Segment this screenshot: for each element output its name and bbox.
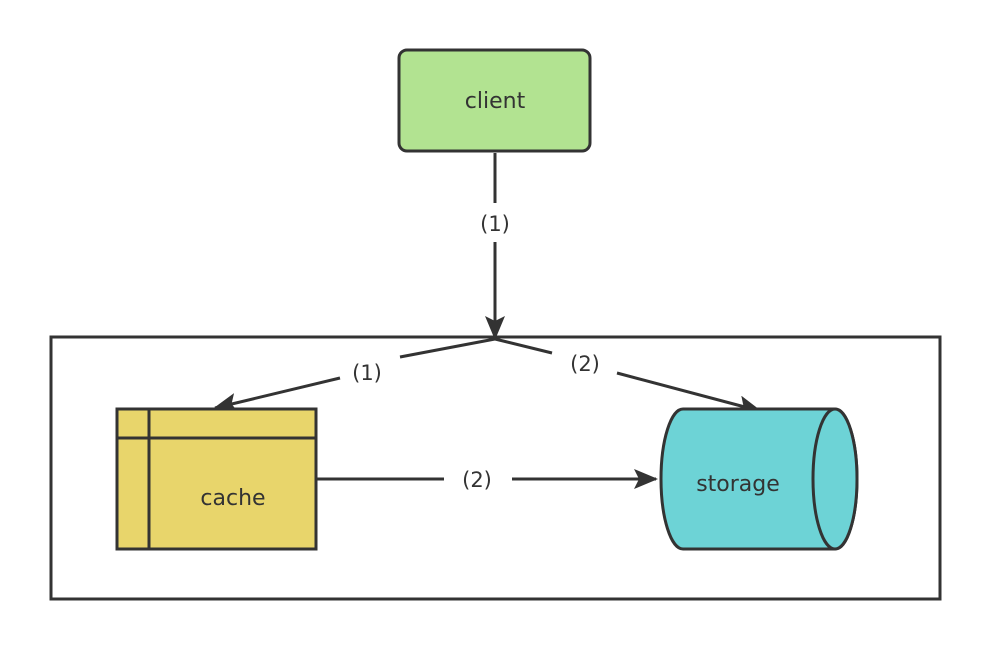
edge-group-to-storage-label: (2) — [570, 352, 600, 376]
edge-group-to-storage-line-b — [616, 371, 762, 416]
cache-box — [115, 407, 318, 551]
storage-cap — [811, 407, 859, 551]
edge-group-to-cache-line-b — [213, 376, 341, 413]
client-label: client — [465, 89, 526, 114]
edge-group-to-storage-line-a — [494, 337, 553, 355]
edge-group-to-cache-label: (1) — [352, 361, 382, 385]
storage-node[interactable]: storage — [659, 407, 859, 551]
client-node[interactable]: client — [397, 48, 592, 153]
edge-group-to-cache-line-a — [399, 337, 496, 359]
cache-label: cache — [200, 486, 265, 511]
edge-cache-to-storage-label: (2) — [462, 468, 492, 492]
edge-client-to-group: (1) — [480, 153, 510, 340]
storage-label: storage — [696, 472, 780, 497]
edge-cache-to-storage: (2) — [316, 468, 658, 492]
edge-group-to-storage: (2) — [494, 337, 762, 416]
cache-node[interactable]: cache — [115, 407, 318, 551]
client-box — [397, 48, 592, 153]
edge-client-to-group-label: (1) — [480, 212, 510, 236]
edge-group-to-cache: (1) — [213, 337, 496, 413]
